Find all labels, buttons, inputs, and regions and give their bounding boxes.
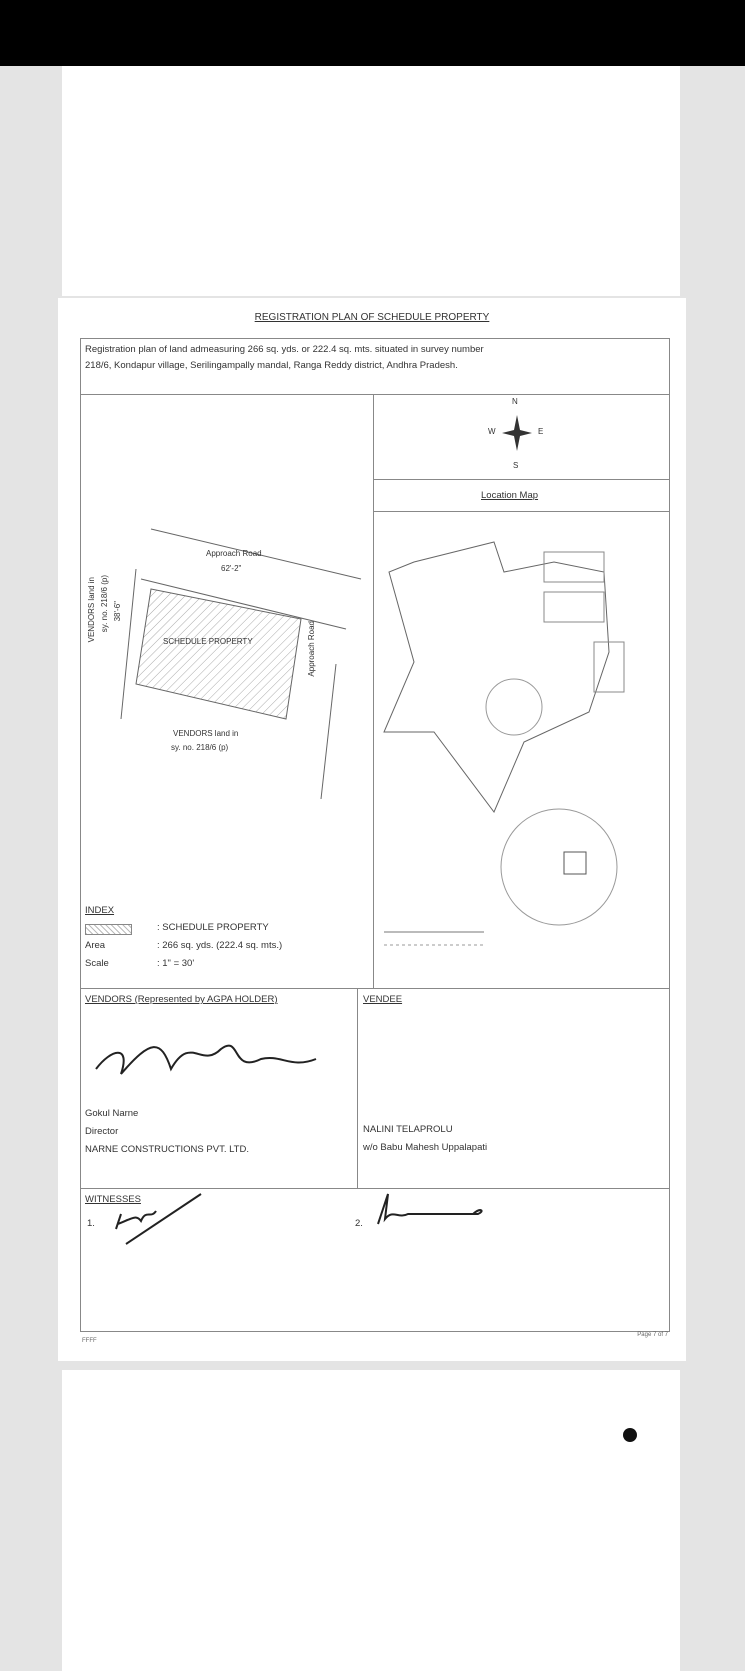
vendee-heading: VENDEE xyxy=(363,994,403,1005)
site-plan-drawing xyxy=(120,528,362,800)
index-row-label: Scale xyxy=(85,958,109,969)
vendor-role: Director xyxy=(85,1126,119,1137)
document-page: REGISTRATION PLAN OF SCHEDULE PROPERTY R… xyxy=(58,298,686,1361)
divider xyxy=(81,1188,669,1189)
compass-south: S xyxy=(513,461,519,470)
vendor-company: NARNE CONSTRUCTIONS PVT. LTD. xyxy=(85,1144,249,1155)
vendor-signature xyxy=(95,1044,317,1075)
vendee-relation: w/o Babu Mahesh Uppalapati xyxy=(363,1142,488,1153)
index-row-value: : SCHEDULE PROPERTY xyxy=(157,922,269,933)
description-line-2: 218/6, Kondapur village, Serilingampally… xyxy=(85,360,458,371)
divider xyxy=(81,394,669,395)
road-right-label: Approach Road xyxy=(307,621,316,677)
index-row-value: : 1" = 30' xyxy=(157,958,195,969)
vendee-name: NALINI TELAPROLU xyxy=(363,1124,453,1135)
vendor-name: Gokul Narne xyxy=(85,1108,139,1119)
index-heading: INDEX xyxy=(85,905,115,916)
previous-page xyxy=(62,66,680,296)
divider xyxy=(81,988,669,989)
compass-rose-icon: N W E S xyxy=(486,397,546,477)
top-dimension: 62'-2" xyxy=(221,564,242,573)
property-label: SCHEDULE PROPERTY xyxy=(163,637,253,646)
left-label-1: VENDORS land in xyxy=(87,577,96,643)
left-label-2: sy. no. 218/6 (p) xyxy=(100,575,109,633)
witness-2-label: 2. xyxy=(355,1218,363,1229)
index-row-value: : 266 sq. yds. (222.4 sq. mts.) xyxy=(157,940,283,951)
hatch-legend-swatch xyxy=(85,924,132,935)
plan-frame: Registration plan of land admeasuring 26… xyxy=(80,338,670,1332)
divider xyxy=(373,479,669,480)
witnesses-heading: WITNESSES xyxy=(85,1194,141,1205)
witness-1-label: 1. xyxy=(87,1218,95,1229)
description-line-1: Registration plan of land admeasuring 26… xyxy=(85,344,484,355)
divider xyxy=(357,988,358,1188)
vendors-heading: VENDORS (Represented by AGPA HOLDER) xyxy=(85,994,278,1005)
witness-1-signature xyxy=(115,1193,202,1245)
compass-west: W xyxy=(488,427,496,436)
ink-spot xyxy=(623,1428,637,1442)
road-top-label: Approach Road xyxy=(206,549,262,558)
location-map xyxy=(383,541,625,946)
document-title: REGISTRATION PLAN OF SCHEDULE PROPERTY xyxy=(254,312,490,323)
compass-north: N xyxy=(512,397,518,406)
footer-left: FFFF xyxy=(82,1338,97,1344)
divider xyxy=(373,394,374,988)
bottom-label-1: VENDORS land in xyxy=(173,729,239,738)
bottom-label-2: sy. no. 218/6 (p) xyxy=(171,743,229,752)
witness-2-signature xyxy=(377,1193,483,1225)
top-bar xyxy=(0,0,745,66)
page-number: Page 7 of 7 xyxy=(637,1332,668,1338)
compass-east: E xyxy=(538,427,544,436)
index-row-label: Area xyxy=(85,940,106,951)
location-map-label: Location Map xyxy=(481,490,539,501)
next-page xyxy=(62,1370,680,1671)
left-dimension: 38'-6" xyxy=(113,601,122,622)
divider xyxy=(373,511,669,512)
